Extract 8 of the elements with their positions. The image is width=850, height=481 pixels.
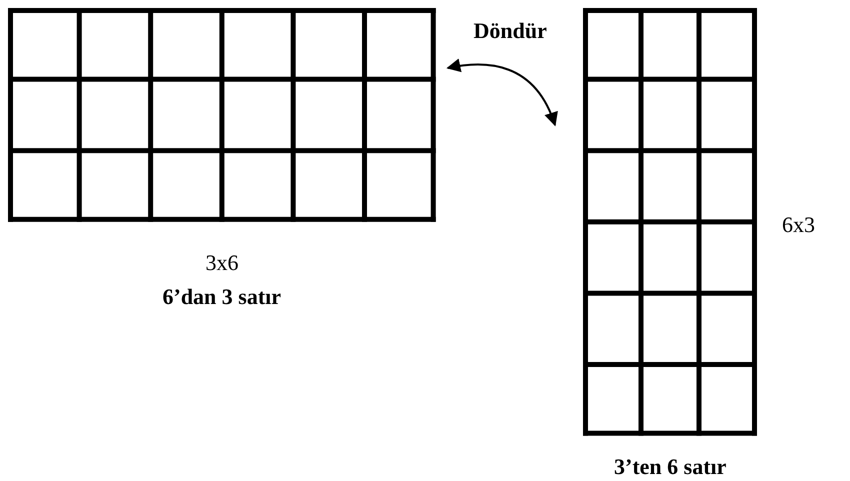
- dimension-label: 3x6: [206, 250, 238, 276]
- curved-arrow: [446, 58, 558, 126]
- node-label: 6’dan 3 satır: [162, 284, 282, 310]
- grid-drawing: [583, 8, 757, 436]
- grid-drawing: [8, 8, 436, 222]
- dimension-label: 6x3: [782, 212, 815, 238]
- edge-label: Döndür: [474, 18, 547, 44]
- node-label: 3’ten 6 satır: [614, 454, 726, 480]
